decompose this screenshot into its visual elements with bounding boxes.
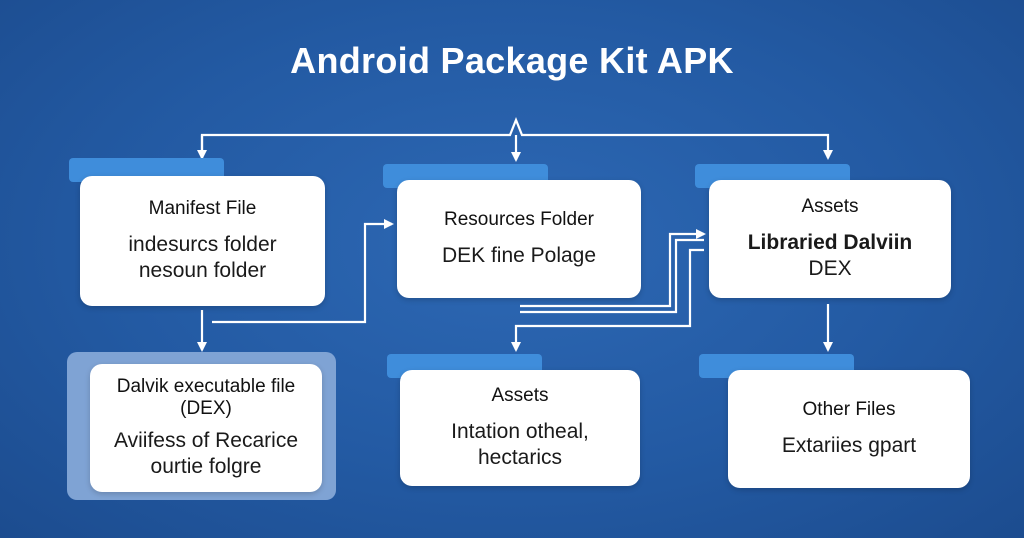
other-files-line-1: Extariies gpart: [781, 434, 917, 457]
other-files-title: Other Files: [802, 399, 896, 420]
assets-top-title: Assets: [801, 196, 859, 217]
resources-line-1: DEK fine Polage: [441, 244, 597, 267]
connector-resources-to-assets-top-b: [520, 238, 704, 314]
manifest-title: Manifest File: [148, 198, 257, 219]
other-files-box: Other Files Extariies gpart: [728, 370, 970, 488]
assets-top-box: Assets Libraried Dalviin DEX: [709, 180, 951, 298]
assets-bottom-title: Assets: [491, 385, 549, 406]
dalvik-line-1: Aviifess of Recarice: [113, 429, 299, 452]
assets-bottom-box: Assets Intation otheal, hectarics: [400, 370, 640, 486]
manifest-box: Manifest File indesurcs folder nesoun fo…: [80, 176, 325, 306]
connector-manifest-to-resources: [212, 219, 394, 324]
connector-resources-to-assets-top-a: [520, 229, 706, 308]
dalvik-title-line-1: Dalvik executable file: [116, 376, 296, 397]
assets-top-line-2: DEX: [808, 257, 852, 280]
connector-assets-top-to-assets-bottom: [511, 248, 704, 352]
assets-top-line-1: Libraried Dalviin: [748, 230, 913, 256]
dalvik-box: Dalvik executable file (DEX) Aviifess of…: [90, 364, 322, 492]
assets-top-line-1-text: Libraried Dalviin: [747, 231, 913, 254]
dalvik-line-2: ourtie folgre: [150, 455, 262, 478]
assets-bottom-line-1: Intation otheal,: [451, 420, 589, 443]
dalvik-title-line-2: (DEX): [180, 398, 232, 419]
assets-bottom-line-2: hectarics: [477, 446, 563, 469]
resources-box: Resources Folder DEK fine Polage: [397, 180, 641, 298]
resources-title: Resources Folder: [444, 209, 594, 230]
diagram-title: Android Package Kit APK: [290, 40, 734, 81]
manifest-line-1: indesurcs folder: [128, 233, 277, 256]
manifest-line-2: nesoun folder: [138, 259, 267, 282]
